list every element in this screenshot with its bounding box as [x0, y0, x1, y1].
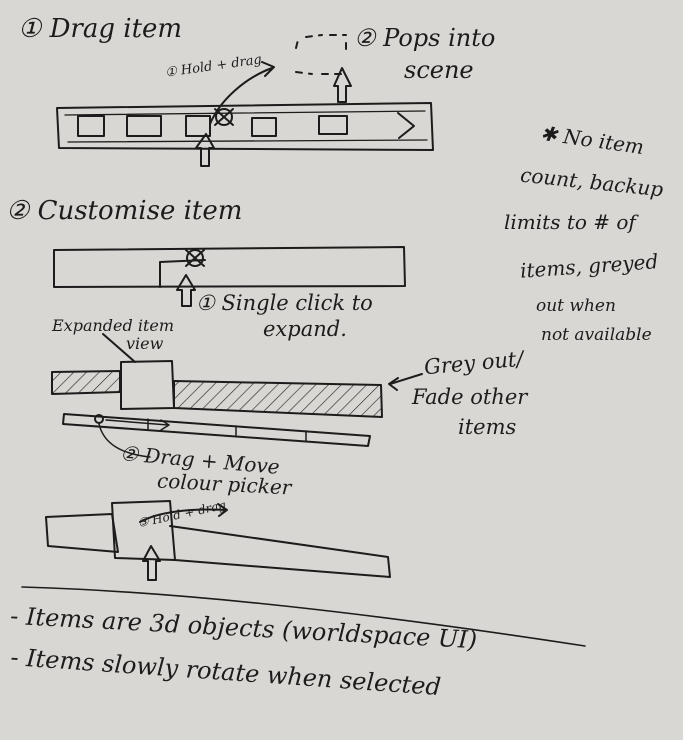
item-slot-1 [77, 115, 105, 137]
faded-bar-left [51, 370, 121, 395]
spawn-up-arrow-icon [333, 67, 352, 103]
item-bar-2 [53, 246, 406, 288]
item-slot-2 [126, 115, 162, 137]
item-bar-2-slot [159, 259, 206, 288]
colour-picker-handle [94, 414, 104, 424]
item-slot-3 [185, 115, 211, 137]
drag-arrow [209, 61, 275, 125]
pops-into-note-2: scene [404, 56, 474, 84]
item-bar-1 [56, 102, 434, 151]
inner-track-1 [64, 110, 428, 143]
single-click-note-2: expand. [263, 317, 347, 341]
spawned-item-outline [295, 34, 347, 75]
side-note-line-3: limits to # of [504, 210, 636, 234]
touch-up-arrow-icon [195, 133, 215, 167]
notes-divider [21, 586, 586, 647]
faded-bar-right [173, 380, 383, 418]
expanded-item-label-2: view [126, 334, 164, 353]
touch-up-arrow-icon-2 [176, 274, 196, 307]
touch-point-icon [214, 108, 234, 126]
rotate-drag-arrow [139, 503, 228, 523]
grey-out-note-3: items [458, 415, 517, 439]
grey-out-note-2: Fade other [412, 385, 528, 409]
expanded-item-label: Expanded item [52, 316, 175, 335]
rotation-bar-right [169, 525, 391, 578]
expanded-item-box [120, 360, 175, 410]
rotation-bar [45, 513, 119, 553]
customise-item-title: ② Customise item [6, 196, 243, 226]
touch-up-arrow-icon-3 [142, 545, 161, 581]
rotating-item-box [111, 500, 176, 561]
touch-point-icon-2 [185, 249, 205, 267]
expanded-view-leader [102, 333, 136, 363]
grey-out-leader [388, 373, 423, 391]
item-slot-4 [251, 117, 277, 137]
drag-item-title: ① Drag item [18, 14, 183, 44]
pops-into-note: ② Pops into [354, 24, 496, 52]
side-note-line-5: out when [536, 296, 616, 316]
scroll-chevron-icon [397, 112, 415, 139]
single-click-note: ① Single click to [196, 291, 373, 315]
side-note-line-6: not available [541, 325, 652, 345]
colour-drag-arrow [105, 419, 170, 431]
colour-picker-track [62, 413, 371, 447]
colour-picker-leader [98, 423, 151, 458]
item-slot-5 [318, 115, 348, 135]
